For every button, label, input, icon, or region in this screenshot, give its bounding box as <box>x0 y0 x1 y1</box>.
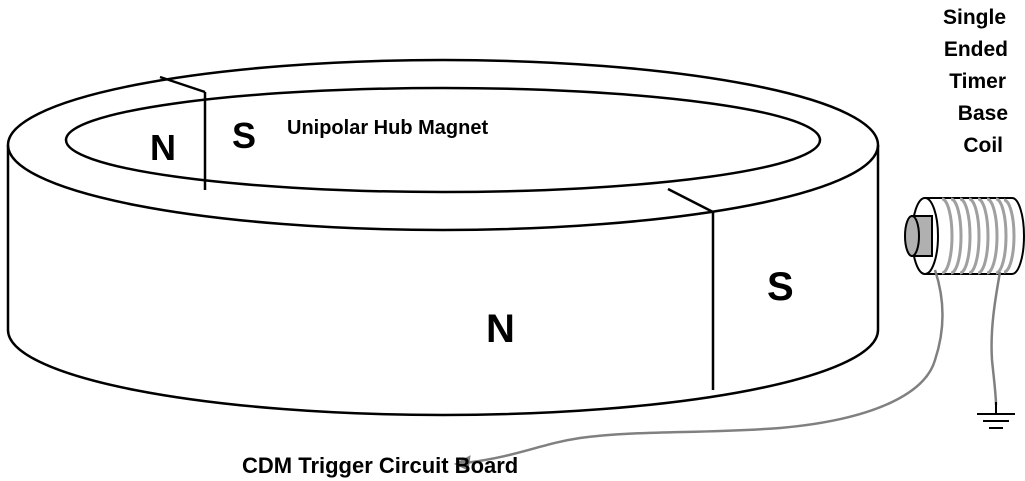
arrow-head-icon <box>453 455 471 471</box>
outer-north-label: N <box>486 307 515 351</box>
boundary-top-right <box>667 187 714 214</box>
coil-title-line-4: Base <box>958 102 1008 125</box>
ring-magnet <box>6 58 880 417</box>
coil-core-face <box>904 215 920 257</box>
ring-top-inner-edge <box>64 86 822 194</box>
coil-title-line-5: Coil <box>963 134 1003 157</box>
wires <box>464 269 1002 465</box>
ground-wire <box>990 271 1002 406</box>
ground-icon <box>977 402 1015 429</box>
boundary-top-left <box>159 75 206 94</box>
coil-title-line-3: Timer <box>949 70 1006 93</box>
hub-magnet-label: Unipolar Hub Magnet <box>287 117 488 139</box>
trigger-wire <box>464 269 944 465</box>
outer-south-label: S <box>767 265 794 309</box>
trigger-board-label: CDM Trigger Circuit Board <box>242 453 518 478</box>
pole-boundaries <box>159 75 715 390</box>
inner-south-label: S <box>232 115 256 156</box>
coil-title: Single Ended Timer Base Coil <box>943 6 1008 157</box>
coil-title-line-2: Ended <box>944 38 1008 61</box>
coil-windings <box>941 197 1016 275</box>
timer-base-coil <box>904 197 1025 275</box>
inner-north-label: N <box>150 127 176 168</box>
coil-title-line-1: Single <box>943 6 1006 29</box>
